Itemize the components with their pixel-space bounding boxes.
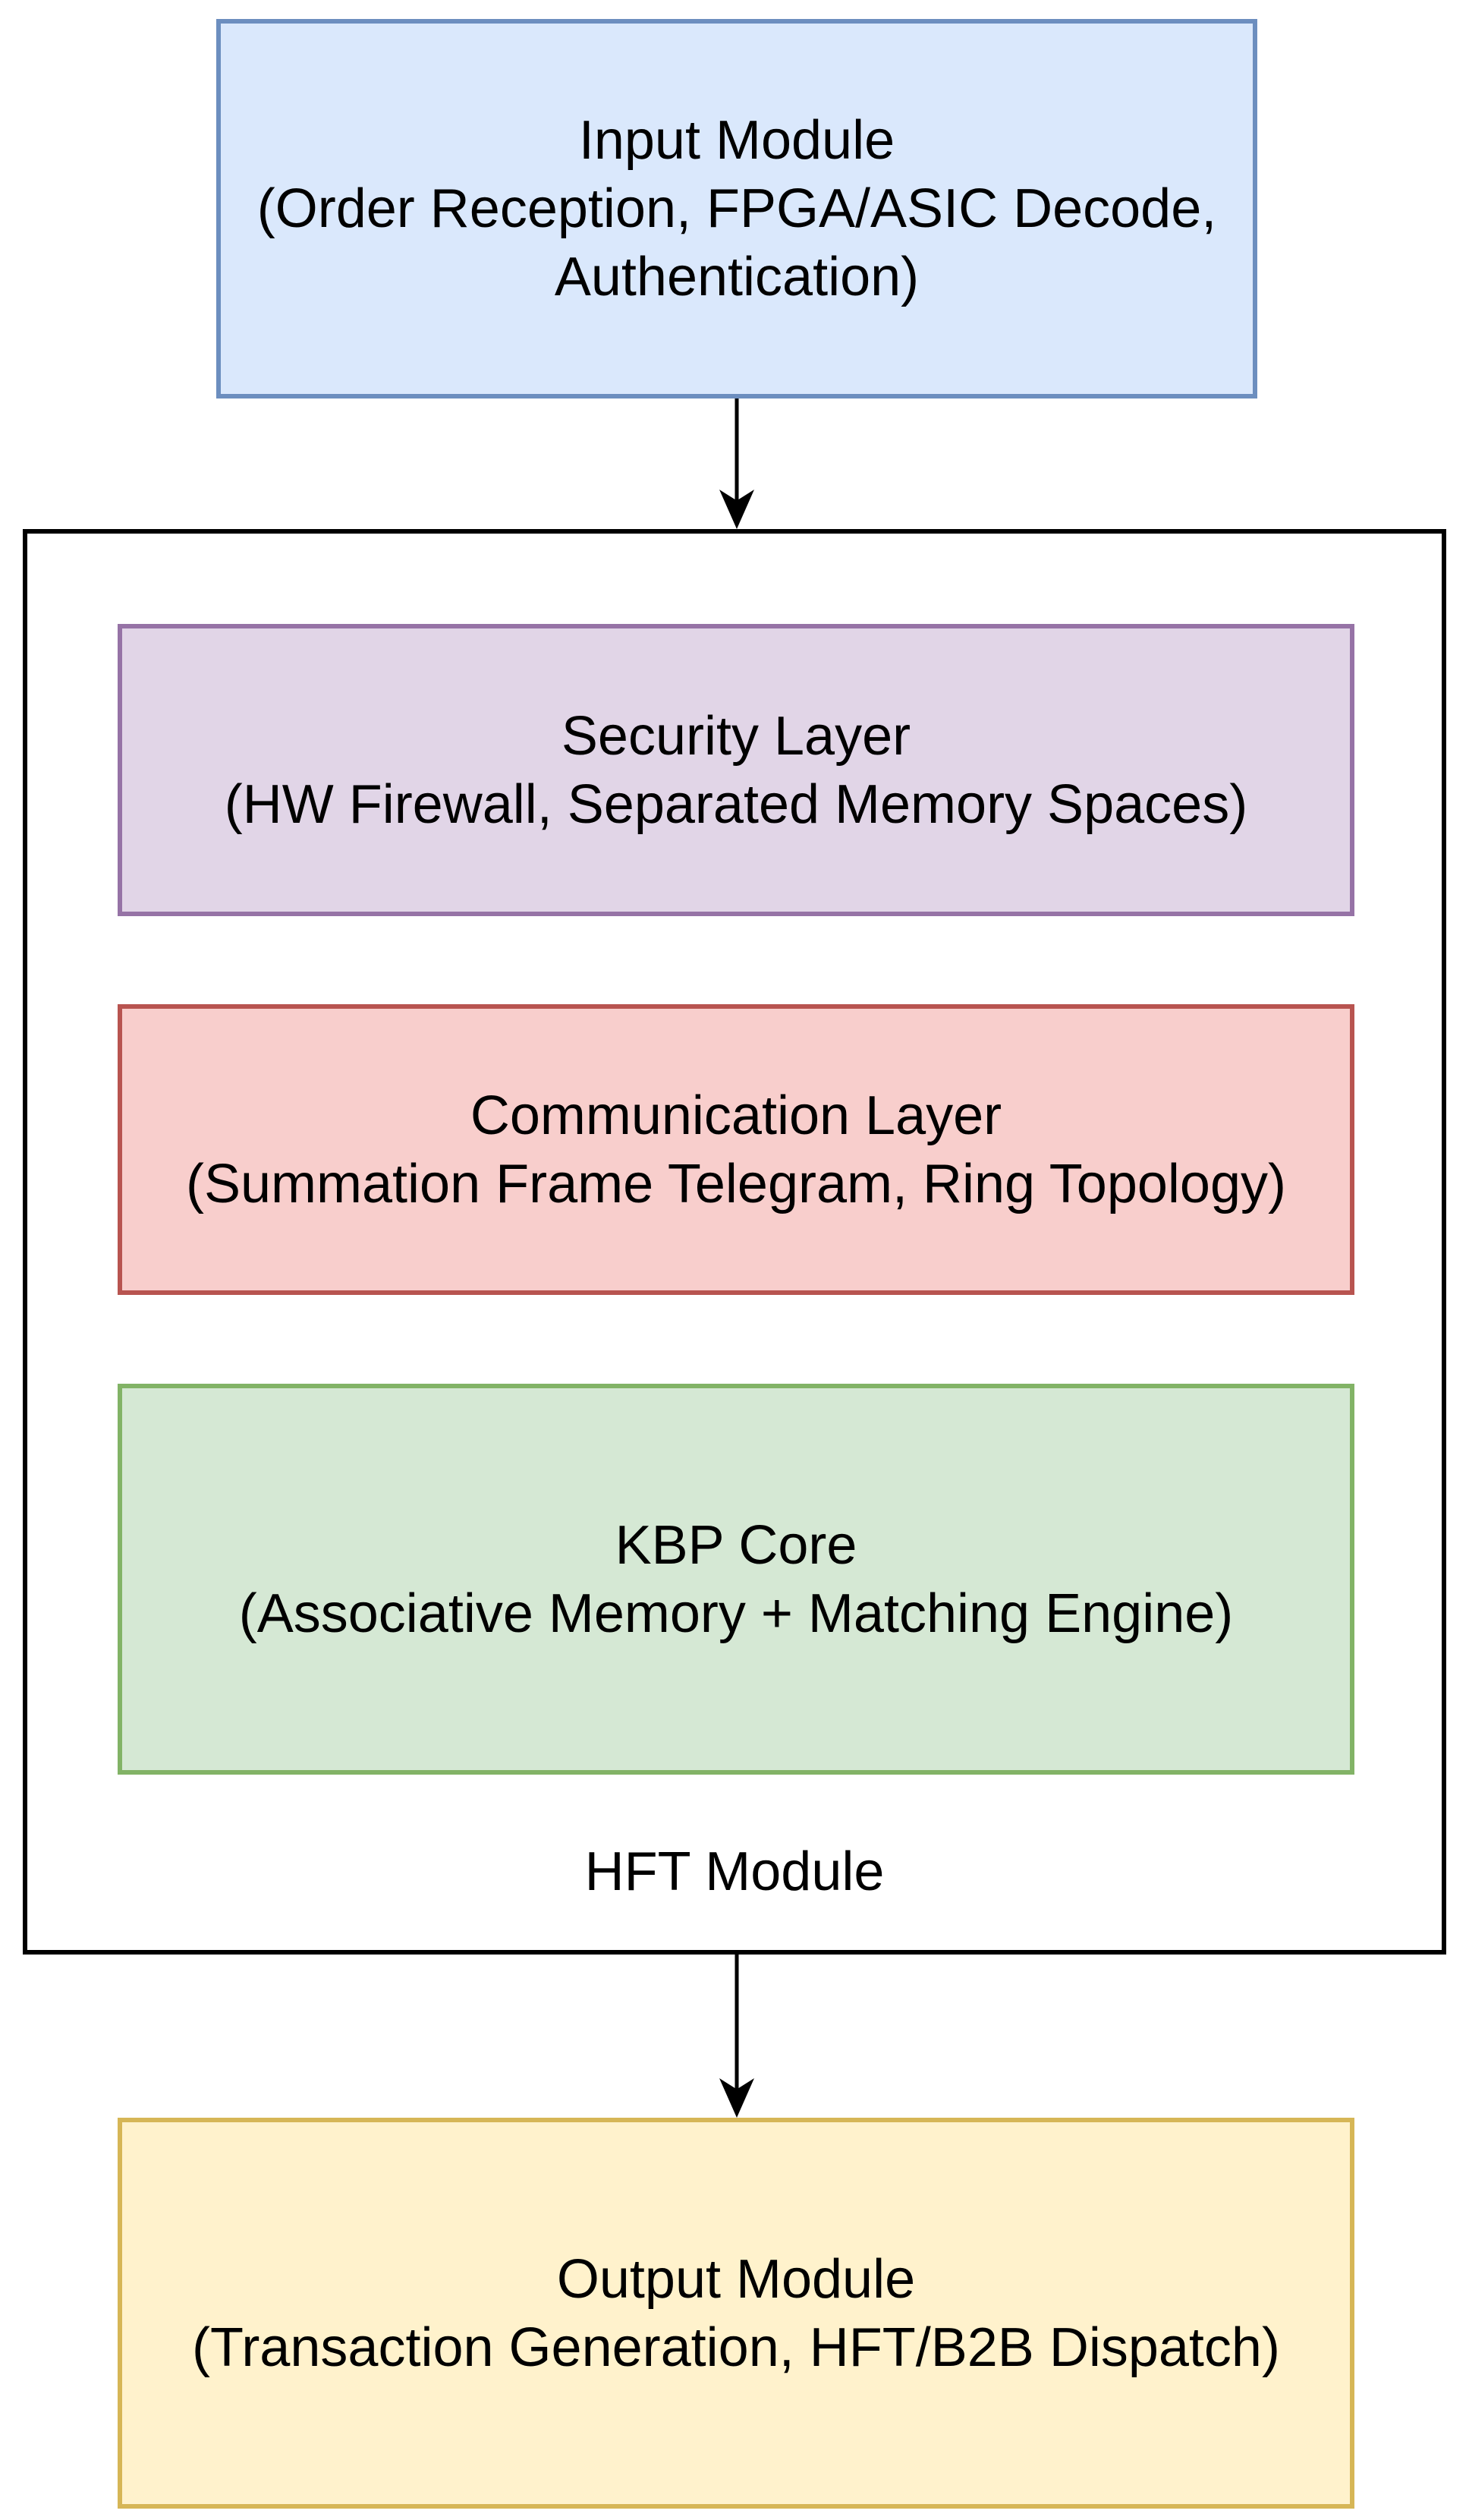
node-label-line: (Transaction Generation, HFT/B2B Dispatc… [192,2317,1280,2378]
hft-module-label: HFT Module [584,1841,885,1902]
flow-arrow-hft-to-output [718,1955,756,2118]
node-security-layer: Security Layer (HW Firewall, Separated M… [118,624,1354,916]
node-label-line: Input Module [578,110,895,171]
node-label-line: Authentication) [554,247,920,307]
node-label-line: Output Module [556,2248,916,2310]
node-label-line: (Associative Memory + Matching Engine) [238,1583,1234,1644]
node-label-line: (Summation Frame Telegram, Ring Topology… [186,1153,1286,1214]
node-label-line: (HW Firewall, Separated Memory Spaces) [224,773,1248,835]
node-communication-layer: Communication Layer (Summation Frame Tel… [118,1004,1354,1295]
node-input-module: Input Module (Order Reception, FPGA/ASIC… [216,19,1257,398]
flow-arrow-input-to-hft [718,398,756,529]
node-output-module: Output Module (Transaction Generation, H… [118,2118,1354,2509]
node-label-line: (Order Reception, FPGA/ASIC Decode, [256,178,1217,239]
node-label-line: KBP Core [615,1514,857,1576]
node-label-line: Security Layer [561,705,911,767]
node-label-line: Communication Layer [470,1085,1002,1146]
node-kbp-core: KBP Core (Associative Memory + Matching … [118,1384,1354,1775]
group-hft-module: Security Layer (HW Firewall, Separated M… [23,529,1446,1955]
arrow-line [734,1955,739,2107]
arrow-line [734,398,739,518]
